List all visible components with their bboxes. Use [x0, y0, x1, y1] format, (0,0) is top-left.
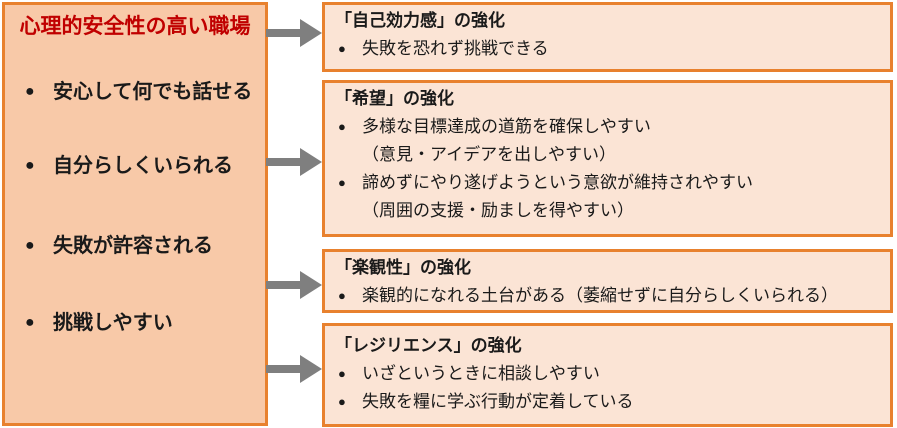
box-title: 「希望」の強化 [335, 89, 454, 108]
arrow-right-icon [266, 19, 322, 47]
box-bullet-line: ● 楽観的になれる土台がある（萎縮せずに自分らしくいられる） [335, 282, 880, 310]
box-bullet-line: ● 多様な目標達成の道筋を確保しやすい [335, 113, 880, 141]
panel-bullet-item: ● 失敗が許容される [25, 233, 261, 259]
arrow-right-icon [266, 271, 322, 299]
box-line-text: いざというときに相談しやすい [362, 364, 600, 383]
box-bullet-line: ● 失敗を恐れず挑戦できる [335, 35, 880, 63]
panel-bullet-item: ● 安心して何でも話せる [25, 79, 261, 105]
box-line-text: 失敗を恐れず挑戦できる [362, 39, 549, 58]
bullet-icon: ● [338, 366, 346, 381]
box-title: 「レジリエンス」の強化 [335, 336, 522, 355]
outcome-box-hope: 「希望」の強化 ● 多様な目標達成の道筋を確保しやすい （意見・アイデアを出しや… [322, 80, 893, 237]
box-line-text: 諦めずにやり遂げようという意欲が維持されやすい [362, 173, 753, 192]
outcome-box-optimism: 「楽観性」の強化 ● 楽観的になれる土台がある（萎縮せずに自分らしくいられる） [322, 249, 893, 313]
box-continuation-line: （周囲の支援・励ましを得やすい） [335, 197, 880, 225]
panel-bullet-item: ● 挑戦しやすい [25, 310, 261, 336]
psychological-safety-panel: 心理的安全性の高い職場 ● 安心して何でも話せる ● 自分らしくいられる ● 失… [2, 2, 268, 426]
bullet-icon: ● [338, 175, 346, 190]
panel-title: 心理的安全性の高い職場 [19, 15, 251, 38]
outcome-box-resilience: 「レジリエンス」の強化 ● いざというときに相談しやすい ● 失敗を糧に学ぶ行動… [322, 323, 893, 427]
box-bullet-line: ● 失敗を糧に学ぶ行動が定着している [335, 388, 880, 416]
bullet-icon: ● [338, 394, 346, 409]
bullet-icon: ● [338, 288, 346, 303]
box-line-text: （意見・アイデアを出しやすい） [362, 145, 616, 164]
box-title: 「楽観性」の強化 [335, 258, 471, 277]
arrow-right-icon [266, 355, 322, 383]
box-line-text: 楽観的になれる土台がある（萎縮せずに自分らしくいられる） [362, 286, 838, 305]
arrow-right-icon [266, 148, 322, 176]
box-continuation-line: （意見・アイデアを出しやすい） [335, 141, 880, 169]
bullet-icon: ● [338, 119, 346, 134]
bullet-icon: ● [338, 41, 346, 56]
panel-bullet-text: 安心して何でも話せる [53, 81, 253, 103]
bullet-icon: ● [25, 157, 35, 174]
box-line-text: 多様な目標達成の道筋を確保しやすい [362, 117, 651, 136]
box-line-text: （周囲の支援・励ましを得やすい） [362, 201, 634, 220]
panel-bullet-text: 失敗が許容される [53, 235, 213, 257]
outcome-box-self-efficacy: 「自己効力感」の強化 ● 失敗を恐れず挑戦できる [322, 2, 893, 72]
box-bullet-line: ● いざというときに相談しやすい [335, 360, 880, 388]
panel-bullet-item: ● 自分らしくいられる [25, 153, 261, 179]
box-title: 「自己効力感」の強化 [335, 11, 505, 30]
panel-bullet-text: 自分らしくいられる [53, 155, 233, 177]
bullet-icon: ● [25, 314, 35, 331]
box-bullet-line: ● 諦めずにやり遂げようという意欲が維持されやすい [335, 169, 880, 197]
panel-bullet-text: 挑戦しやすい [53, 312, 173, 334]
box-line-text: 失敗を糧に学ぶ行動が定着している [362, 392, 634, 411]
bullet-icon: ● [25, 83, 35, 100]
bullet-icon: ● [25, 237, 35, 254]
